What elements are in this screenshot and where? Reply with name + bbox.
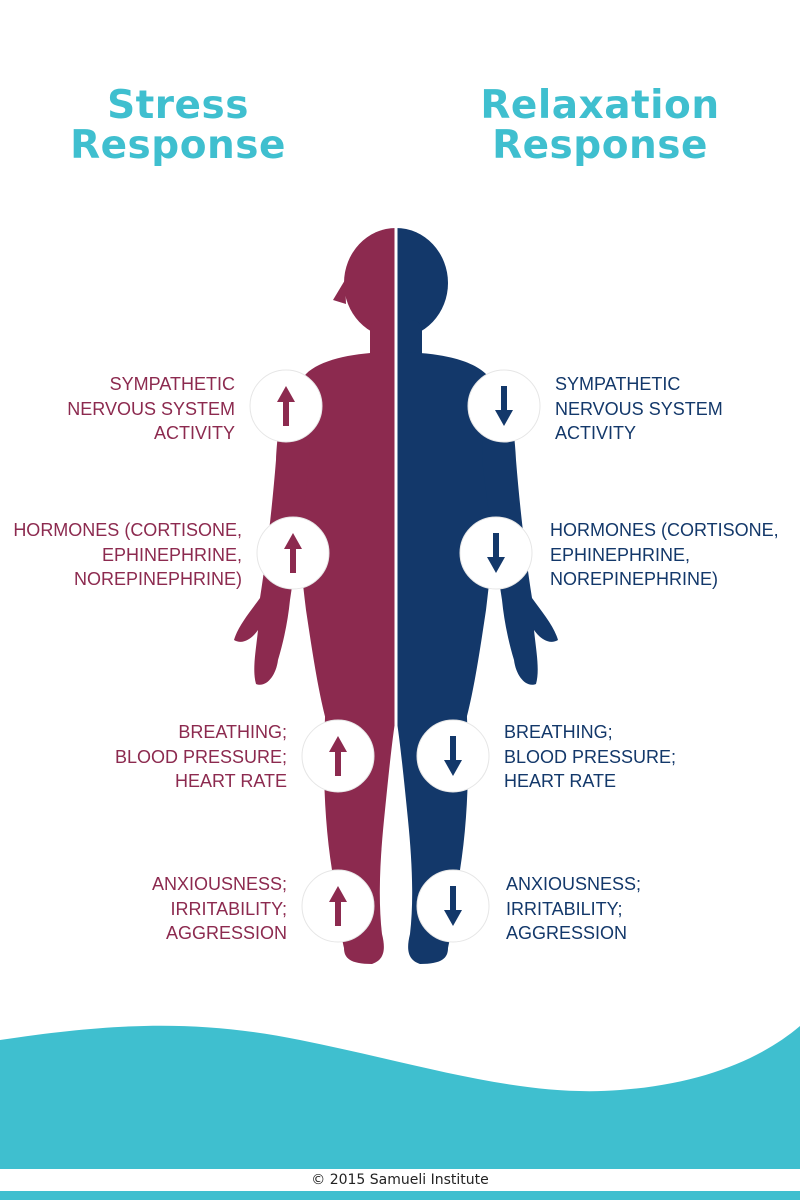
relaxation-label-4-line-3: AGGRESSION [506,921,641,946]
stress-label-4-line-2: IRRITABILITY; [152,897,287,922]
relaxation-label-3-line-1: BREATHING; [504,720,676,745]
relaxation-label-2: HORMONES (CORTISONE, EPHINEPHRINE, NOREP… [550,518,779,592]
copyright-footer: © 2015 Samueli Institute [0,1169,800,1191]
stress-label-2-line-3: NOREPINEPHRINE) [13,567,242,592]
relaxation-arrow-circle-1 [468,370,540,442]
stress-label-2-line-1: HORMONES (CORTISONE, [13,518,242,543]
stress-label-1: SYMPATHETIC NERVOUS SYSTEM ACTIVITY [67,372,235,446]
relaxation-label-2-line-2: EPHINEPHRINE, [550,543,779,568]
relaxation-arrow-circle-4 [417,870,489,942]
stress-label-3: BREATHING; BLOOD PRESSURE; HEART RATE [115,720,287,794]
relaxation-label-3-line-3: HEART RATE [504,769,676,794]
relaxation-label-1: SYMPATHETIC NERVOUS SYSTEM ACTIVITY [555,372,723,446]
relaxation-label-4: ANXIOUSNESS; IRRITABILITY; AGGRESSION [506,872,641,946]
copyright-text: © 2015 Samueli Institute [311,1172,489,1188]
relaxation-label-3-line-2: BLOOD PRESSURE; [504,745,676,770]
stress-arrow-circle-1 [250,370,322,442]
relaxation-label-4-line-1: ANXIOUSNESS; [506,872,641,897]
relaxation-label-2-line-1: HORMONES (CORTISONE, [550,518,779,543]
relaxation-arrow-circle-2 [460,517,532,589]
stress-label-3-line-2: BLOOD PRESSURE; [115,745,287,770]
stress-label-1-line-1: SYMPATHETIC [67,372,235,397]
stress-label-4-line-3: AGGRESSION [152,921,287,946]
stress-label-4-line-1: ANXIOUSNESS; [152,872,287,897]
relaxation-label-1-line-1: SYMPATHETIC [555,372,723,397]
relaxation-label-1-line-3: ACTIVITY [555,421,723,446]
relaxation-arrow-circle-3 [417,720,489,792]
relaxation-label-4-line-2: IRRITABILITY; [506,897,641,922]
stress-label-2-line-2: EPHINEPHRINE, [13,543,242,568]
stress-label-2: HORMONES (CORTISONE, EPHINEPHRINE, NOREP… [13,518,242,592]
stress-label-1-line-2: NERVOUS SYSTEM [67,397,235,422]
relaxation-label-3: BREATHING; BLOOD PRESSURE; HEART RATE [504,720,676,794]
stress-arrow-circle-3 [302,720,374,792]
stress-arrow-circle-2 [257,517,329,589]
relaxation-label-1-line-2: NERVOUS SYSTEM [555,397,723,422]
stress-label-1-line-3: ACTIVITY [67,421,235,446]
stress-arrow-circle-4 [302,870,374,942]
stress-label-3-line-3: HEART RATE [115,769,287,794]
stress-label-3-line-1: BREATHING; [115,720,287,745]
stress-label-4: ANXIOUSNESS; IRRITABILITY; AGGRESSION [152,872,287,946]
relaxation-label-2-line-3: NOREPINEPHRINE) [550,567,779,592]
